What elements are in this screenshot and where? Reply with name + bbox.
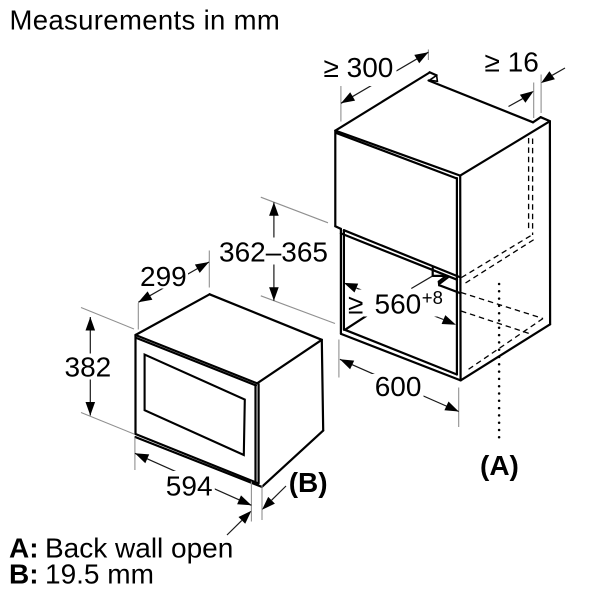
svg-text:A:: A: [9, 533, 39, 564]
svg-text:(B): (B) [289, 467, 328, 498]
svg-text:≥: ≥ [348, 289, 363, 320]
svg-text:362–365: 362–365 [219, 236, 328, 267]
svg-text:19.5 mm: 19.5 mm [45, 559, 154, 590]
svg-text:Measurements in mm: Measurements in mm [10, 5, 281, 36]
svg-text:560: 560 [375, 289, 422, 320]
svg-text:382: 382 [65, 352, 112, 383]
svg-text:299: 299 [140, 261, 187, 292]
svg-text:B:: B: [9, 559, 39, 590]
svg-text:594: 594 [166, 471, 213, 502]
svg-text:≥ 16: ≥ 16 [485, 47, 539, 78]
svg-text:≥ 300: ≥ 300 [324, 52, 394, 83]
svg-text:(A): (A) [480, 450, 519, 481]
svg-text:600: 600 [375, 371, 422, 402]
svg-text:Back wall open: Back wall open [45, 533, 233, 564]
svg-text:+8: +8 [422, 287, 443, 308]
